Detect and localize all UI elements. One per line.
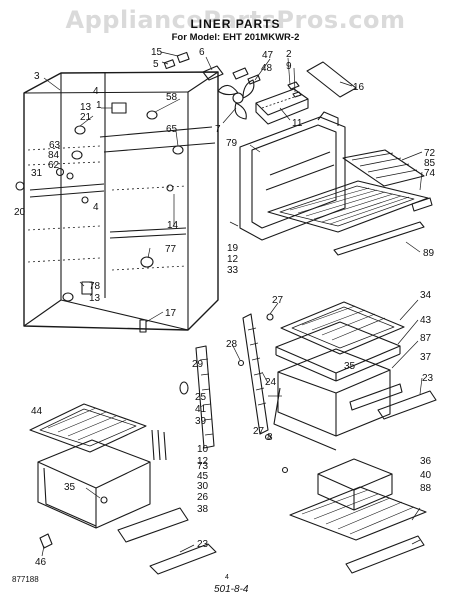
callout-label: 15 — [151, 47, 163, 58]
callout-label: 44 — [31, 406, 43, 417]
callout-label: 65 — [166, 124, 178, 135]
callout-label: 27 — [272, 295, 284, 306]
callout-label: 31 — [31, 168, 43, 179]
callout-label: 74 — [424, 168, 436, 179]
callout-label: 89 — [423, 248, 435, 259]
callout-label: 28 — [226, 339, 238, 350]
callout-label: 79 — [226, 138, 238, 149]
callout-label: 29 — [192, 359, 204, 370]
callout-label: 35 — [344, 361, 356, 372]
callout-label: 24 — [265, 377, 277, 388]
callout-label: 23 — [422, 373, 434, 384]
callout-label: 39 — [195, 416, 207, 427]
callout-label: 30 — [197, 481, 209, 492]
callout-label: 19 — [227, 243, 239, 254]
callout-label: 40 — [420, 470, 432, 481]
callout-label: 3 — [34, 71, 40, 82]
callout-label: 45 — [197, 471, 209, 482]
diagram-title: LINER PARTS — [190, 17, 281, 31]
callout-label: 27 — [253, 426, 265, 437]
fan-and-duct-assembly — [163, 51, 309, 125]
callout-label: 5 — [153, 59, 159, 70]
callout-label: 85 — [424, 158, 436, 169]
callout-label: 12 — [197, 456, 209, 467]
callout-label: 13 — [80, 102, 92, 113]
callout-label: 4 — [93, 86, 99, 97]
model-subtitle: For Model: EHT 201MKWR-2 — [171, 32, 300, 43]
callout-label: 4 — [93, 202, 99, 213]
doc-number: 877188 — [12, 575, 39, 584]
callout-label: 62 — [48, 160, 60, 171]
callout-label: 43 — [420, 315, 432, 326]
callout-label: 35 — [64, 482, 76, 493]
callout-label: 77 — [165, 244, 177, 255]
shelf-support-rails — [151, 313, 274, 461]
callout-label: 16 — [353, 82, 365, 93]
callout-label: 58 — [166, 92, 178, 103]
callout-label: 2 — [286, 49, 292, 60]
callout-label: 25 — [195, 392, 207, 403]
evaporator-cover — [239, 111, 346, 241]
callout-label: 17 — [165, 308, 177, 319]
upper-shelf-assembly — [267, 149, 433, 256]
callout-label: 33 — [227, 265, 239, 276]
callout-label: 11 — [292, 118, 303, 129]
callout-label: 1 — [96, 100, 102, 111]
callout-label: 36 — [420, 456, 432, 467]
callout-label: 84 — [48, 150, 60, 161]
page-number: 4 — [225, 574, 229, 581]
callout-label: 23 — [197, 539, 209, 550]
callout-leader-lines — [41, 51, 423, 557]
callout-label: 47 — [262, 50, 274, 61]
sheet-label: 501-8-4 — [214, 584, 249, 595]
callout-label: 37 — [420, 352, 432, 363]
callout-label: 46 — [35, 557, 47, 568]
callout-label: 7 — [215, 124, 221, 135]
vent-strip-16 — [306, 61, 357, 98]
callout-label: 38 — [197, 504, 209, 515]
callout-label: 14 — [167, 220, 179, 231]
callout-label: 48 — [261, 63, 273, 74]
callout-label: 78 — [89, 281, 101, 292]
callout-label: 34 — [420, 290, 432, 301]
callout-label: 9 — [286, 61, 292, 72]
callout-label: 6 — [199, 47, 205, 58]
callout-label: 20 — [14, 207, 26, 218]
callout-label: 63 — [49, 140, 61, 151]
callout-label: 41 — [195, 404, 207, 415]
callout-label: 21 — [80, 112, 92, 123]
callout-label: 8 — [267, 432, 273, 443]
crisper-drawer-assembly — [273, 301, 437, 451]
callout-label: 88 — [420, 483, 432, 494]
callout-label: 72 — [424, 148, 436, 159]
callout-label: 87 — [420, 333, 432, 344]
lower-left-drawer-assembly — [29, 403, 217, 575]
callout-label: 10 — [197, 444, 209, 455]
callout-label: 26 — [197, 492, 209, 503]
callout-label: 12 — [227, 254, 239, 265]
lower-right-drawer-assembly — [281, 458, 427, 574]
callout-label: 13 — [89, 293, 101, 304]
callout-label: 73 — [197, 461, 209, 472]
liner-cabinet — [15, 71, 219, 333]
